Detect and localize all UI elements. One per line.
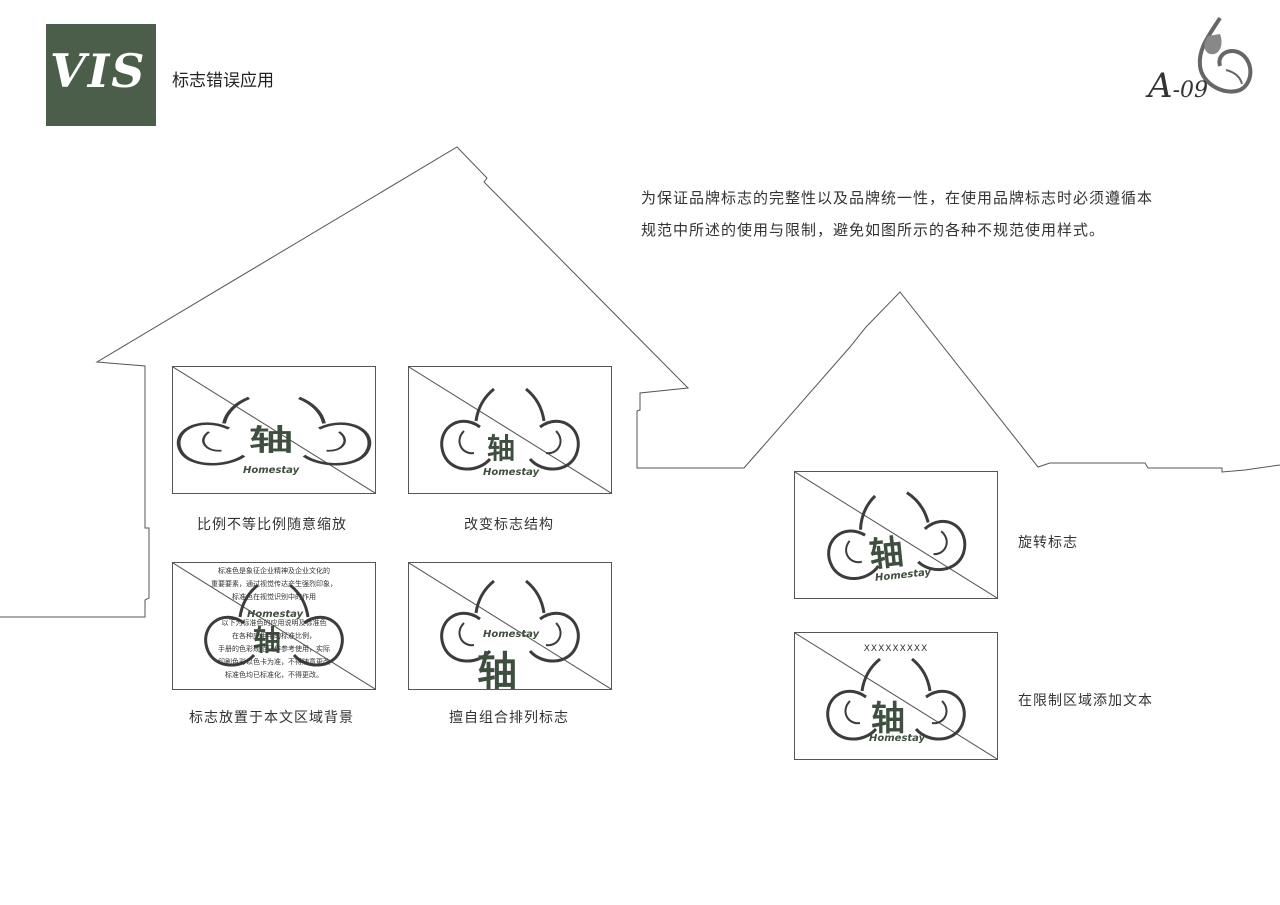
background-text-line: 以下为标准色的应用说明及标准色 [221, 619, 327, 627]
section-title: 标志错误应用 [172, 71, 274, 91]
logo-glyph: 轴 [253, 624, 282, 657]
logo-glyph: 轴 [487, 432, 516, 465]
example-card-added-text: XXXXXXXXX 轴 Homestay [794, 632, 998, 760]
example-caption: 擅自组合排列标志 [449, 710, 569, 726]
logo-glyph: 轴 [871, 699, 905, 739]
logo-glyph: 轴 [867, 532, 906, 576]
logo-subtext: Homestay [483, 629, 540, 640]
logo-subtext: Homestay [243, 465, 300, 476]
example-caption: 在限制区域添加文本 [1018, 693, 1153, 709]
logo-subtext: Homestay [247, 609, 304, 620]
background-text-line: 标准色是象征企业精神及企业文化的 [218, 567, 330, 575]
example-card-distorted-scale: 轴 Homestay [172, 366, 376, 494]
background-text-line: 标准色均已标准化，不得更改。 [225, 671, 323, 679]
page-code-number: -09 [1172, 78, 1208, 103]
logo-glyph: 轴 [249, 423, 294, 458]
example-caption: 改变标志结构 [464, 517, 554, 533]
background-text-line: 手册的色彩规范只作参考使用，实际 [218, 645, 330, 653]
intro-line-2: 规范中所述的使用与限制，避免如图所示的各种不规范使用样式。 [641, 221, 1106, 239]
background-text-line [185, 604, 363, 617]
logo-graphic [795, 633, 997, 759]
page-code-letter: A [1148, 66, 1173, 106]
background-text-line: 印刷色彩以色卡为准，不得随意更改 [218, 658, 330, 666]
example-card-altered-structure: 轴 Homestay [408, 366, 612, 494]
logo-subtext: Homestay [483, 467, 540, 478]
logo-graphic [409, 367, 611, 493]
example-caption: 比例不等比例随意缩放 [197, 517, 347, 533]
logo-graphic [795, 472, 997, 598]
example-caption: 标志放置于本文区域背景 [189, 710, 354, 726]
example-card-text-background: 轴 Homestay 标准色是象征企业精神及企业文化的 重要要素，通过视觉传达产… [172, 562, 376, 690]
intro-line-1: 为保证品牌标志的完整性以及品牌统一性，在使用品牌标志时必须遵循本 [641, 189, 1154, 207]
intro-paragraph: 为保证品牌标志的完整性以及品牌统一性，在使用品牌标志时必须遵循本 规范中所述的使… [641, 182, 1241, 246]
example-caption: 旋转标志 [1018, 535, 1078, 551]
background-text-line: 标准色在视觉识别中的作用 [232, 593, 316, 601]
logo-graphic [173, 563, 375, 689]
added-text-label: XXXXXXXXX [863, 644, 929, 654]
logo-graphic [409, 563, 611, 689]
example-card-rotated: 轴 Homestay [794, 471, 998, 599]
vis-badge: VIS [46, 24, 156, 126]
logo-graphic [173, 367, 375, 493]
page-code: A-09 [1148, 66, 1208, 106]
background-text-block: 标准色是象征企业精神及企业文化的 重要要素，通过视觉传达产生强烈印象， 标准色在… [185, 565, 363, 682]
shrimp-mark-icon [1197, 16, 1253, 94]
logo-subtext: Homestay [869, 733, 926, 744]
background-text-line: 重要要素，通过视觉传达产生强烈印象， [211, 580, 337, 588]
example-card-rearranged: Homestay 轴 [408, 562, 612, 690]
logo-glyph: 轴 [477, 649, 517, 690]
background-text-line: 在各种应用中的标准比例， [232, 632, 316, 640]
vis-badge-text: VIS [50, 44, 147, 98]
